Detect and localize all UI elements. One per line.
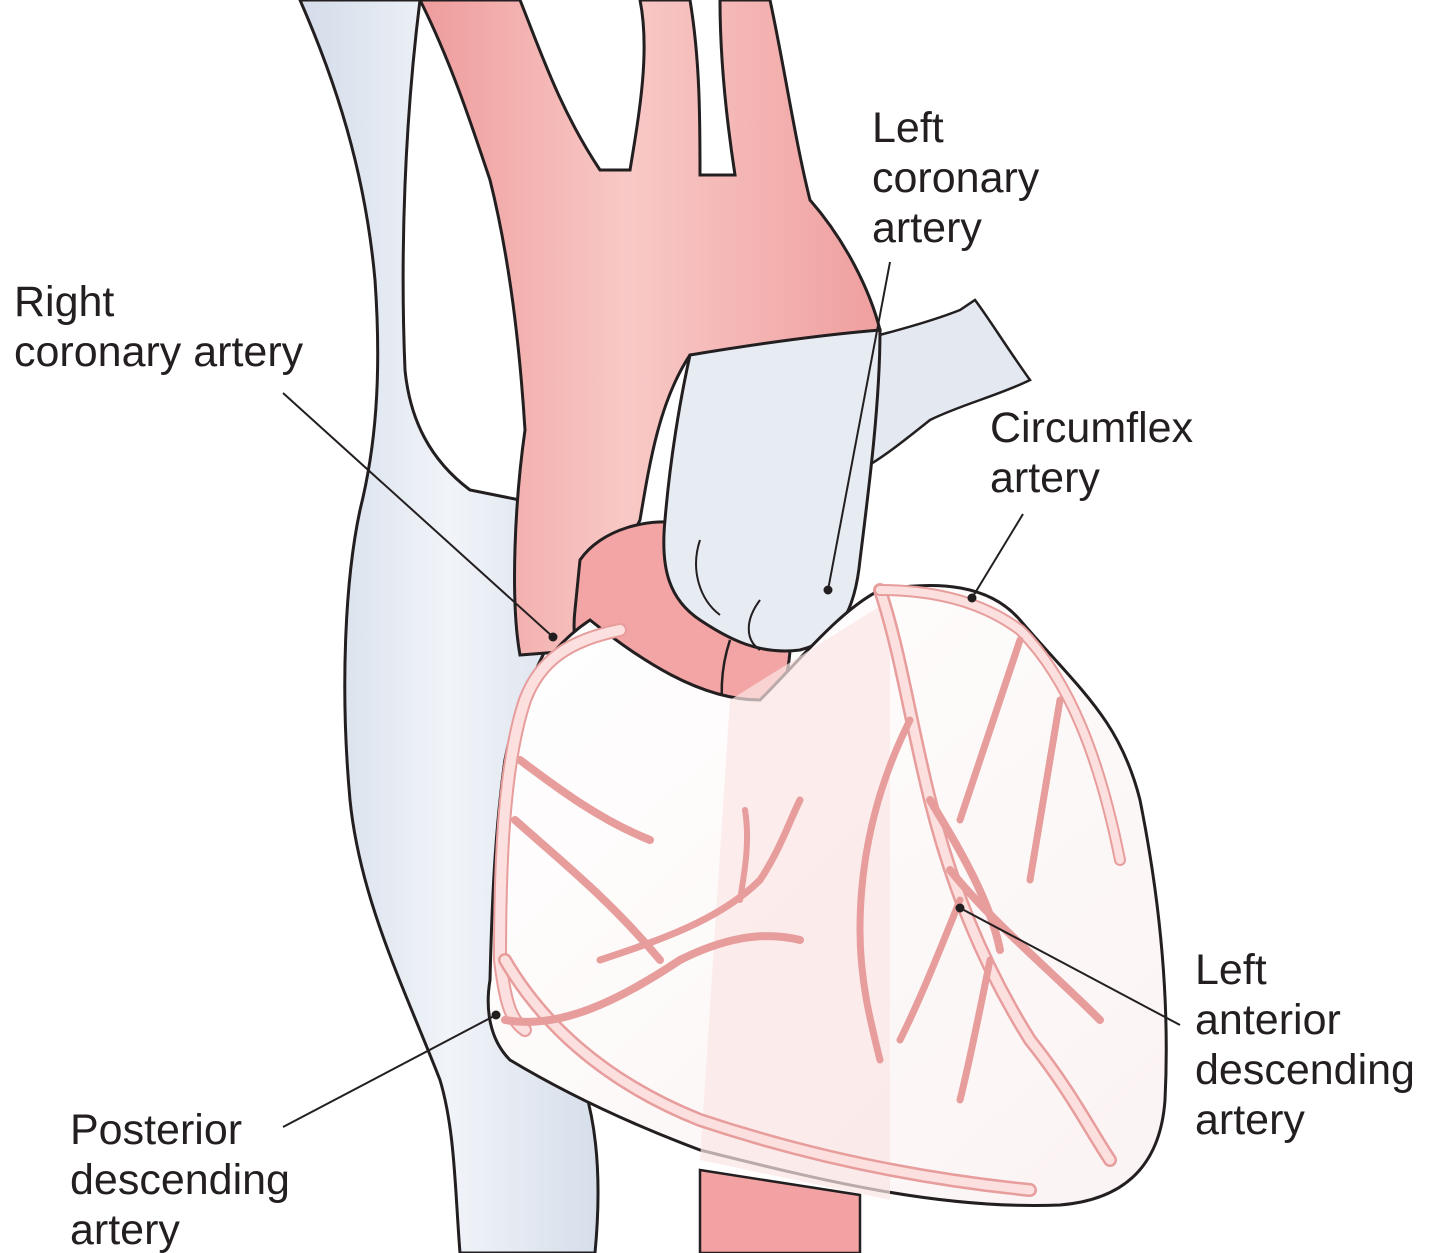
leader-circumflex [972, 514, 1023, 598]
leader-dot-pda [493, 1012, 500, 1019]
label-circumflex-artery: Circumflex artery [990, 403, 1193, 503]
label-line: artery [70, 1206, 180, 1253]
leader-dot-left-coronary [825, 587, 832, 594]
label-line: Posterior [70, 1106, 242, 1154]
label-line: coronary artery [14, 328, 303, 376]
label-line: Circumflex [990, 404, 1193, 452]
label-left-anterior-descending-artery: Left anterior descending artery [1195, 945, 1415, 1145]
leader-dot-circumflex [969, 595, 976, 602]
label-line: anterior [1195, 996, 1341, 1044]
leader-dot-right-coronary [550, 634, 557, 641]
label-line: Left [872, 104, 944, 152]
leader-dot-lad [957, 905, 964, 912]
label-line: artery [1195, 1096, 1305, 1144]
label-line: coronary [872, 154, 1039, 202]
label-line: Left [1195, 946, 1267, 994]
label-right-coronary-artery: Right coronary artery [14, 277, 303, 377]
label-line: descending [1195, 1046, 1415, 1094]
label-line: artery [872, 204, 982, 252]
label-line: descending [70, 1156, 290, 1204]
label-line: Right [14, 278, 114, 326]
label-left-coronary-artery: Left coronary artery [872, 103, 1039, 253]
label-posterior-descending-artery: Posterior descending artery [70, 1105, 290, 1253]
label-line: artery [990, 454, 1100, 502]
